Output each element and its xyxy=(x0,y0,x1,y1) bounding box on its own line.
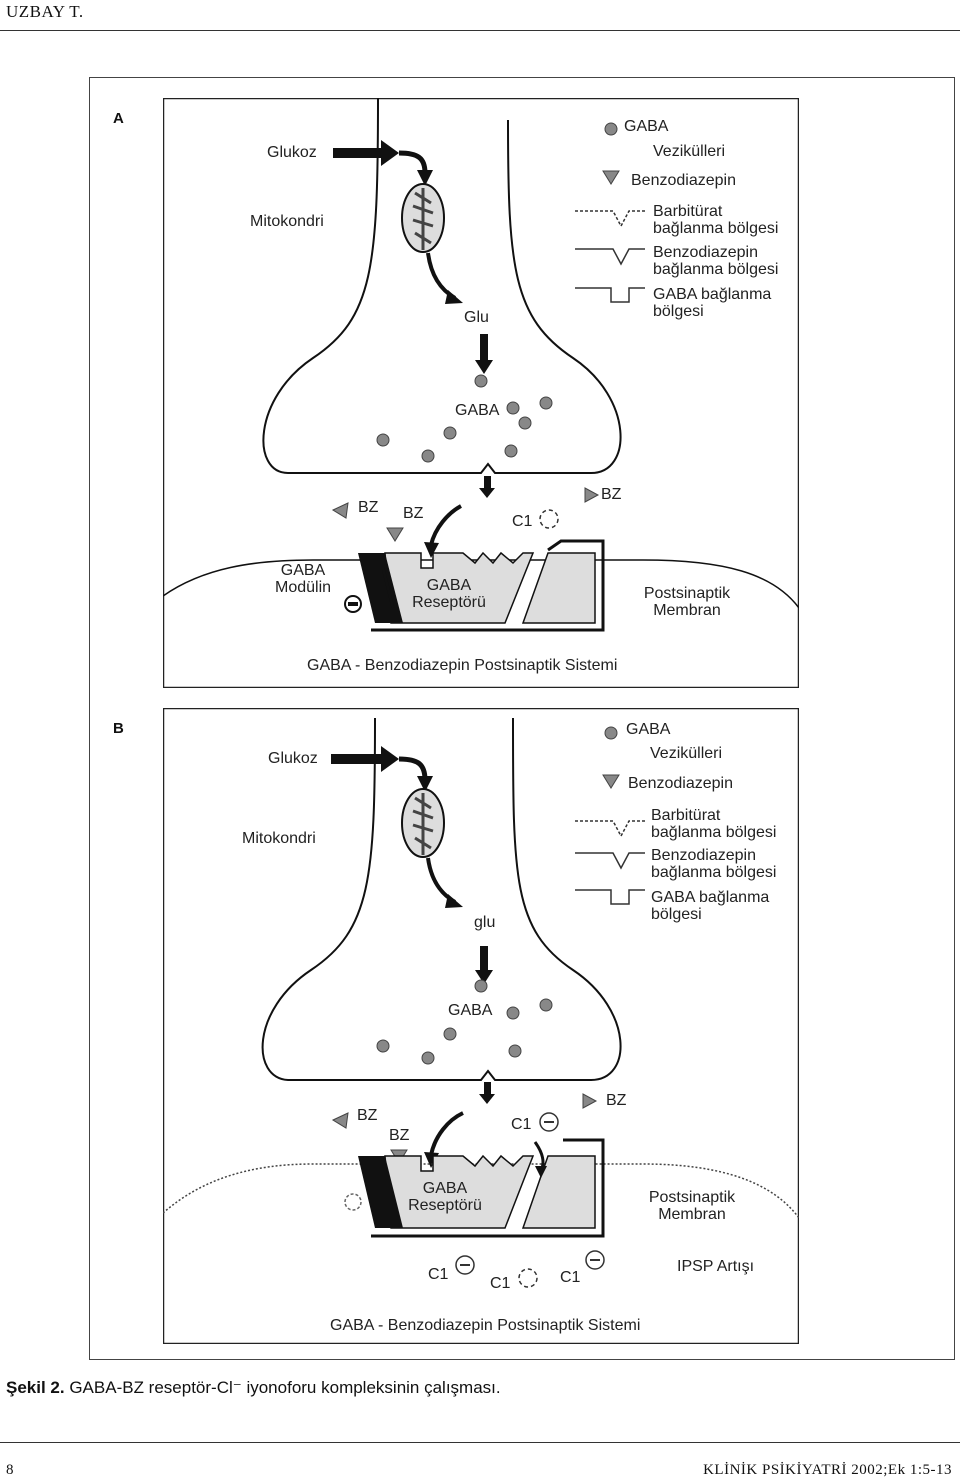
gaba-modulin xyxy=(358,1156,403,1228)
panel-a-letter: A xyxy=(113,110,124,127)
label-bz-3: BZ xyxy=(601,486,622,503)
label-bz-3: BZ xyxy=(606,1092,627,1109)
label-bz-1: BZ xyxy=(358,499,379,516)
chloride-ion-icon xyxy=(585,1250,605,1270)
caption-label: Şekil 2. xyxy=(6,1378,65,1397)
journal-citation: KLİNİK PSİKİYATRİ 2002;Ek 1:5-13 xyxy=(703,1462,952,1478)
label-bz-1: BZ xyxy=(357,1107,378,1124)
panel-b-letter: B xyxy=(113,720,124,737)
label-bz-2: BZ xyxy=(389,1127,410,1144)
page-number: 8 xyxy=(6,1462,14,1478)
header-rule xyxy=(0,30,960,31)
label-c1-bottom-1: C1 xyxy=(428,1266,449,1283)
caption-text: GABA-BZ reseptör-Cl⁻ iyonoforu kompleksi… xyxy=(64,1378,501,1397)
chloride-ion-icon xyxy=(455,1255,475,1275)
label-c1-bottom-2: C1 xyxy=(490,1275,511,1292)
figure-frame xyxy=(89,77,955,1360)
bz-triangle-icon xyxy=(386,527,404,542)
presynaptic-terminal xyxy=(262,98,622,474)
legend-vesicles-label-1: GABA xyxy=(626,721,671,738)
label-c1-bottom-3: C1 xyxy=(560,1269,581,1286)
panel-a-diagram xyxy=(163,98,799,688)
postsynaptic-membrane xyxy=(163,1163,799,1219)
panel-a-title: GABA - Benzodiazepin Postsinaptik Sistem… xyxy=(307,657,618,674)
legend-vesicles-label-2: Vezikülleri xyxy=(650,745,723,762)
gaba-vesicles xyxy=(376,374,553,463)
label-glu: Glu xyxy=(464,309,489,326)
panel-b-diagram xyxy=(163,708,799,1344)
chloride-ion-icon xyxy=(539,509,559,529)
presynaptic-terminal xyxy=(261,717,622,1081)
gaba-vesicles xyxy=(376,979,553,1065)
gaba-receptor xyxy=(384,1154,535,1229)
negative-charge-icon xyxy=(344,1193,362,1211)
chloride-ion-icon xyxy=(518,1268,538,1288)
panel-b-title: GABA - Benzodiazepin Postsinaptik Sistem… xyxy=(330,1317,641,1334)
bz-triangle-icon xyxy=(331,502,349,519)
label-c1: C1 xyxy=(512,513,533,530)
label-c1-top: C1 xyxy=(511,1116,532,1133)
label-bz-2: BZ xyxy=(403,505,424,522)
postsynaptic-membrane xyxy=(163,559,799,609)
label-gaba-cleft: GABA xyxy=(455,402,500,419)
label-glu: glu xyxy=(474,914,496,931)
running-head: UZBAY T. xyxy=(6,2,84,21)
bz-triangle-icon xyxy=(331,1112,349,1129)
legend-vesicles-label-2: Vezikülleri xyxy=(653,143,726,160)
label-glukoz: Glukoz xyxy=(268,750,318,767)
label-mitokondri: Mitokondri xyxy=(250,213,324,230)
legend-vesicles-label-1: GABA xyxy=(624,118,669,135)
gaba-receptor xyxy=(384,551,535,624)
legend-benzodiazepine-label: Benzodiazepin xyxy=(631,172,736,189)
figure-caption: Şekil 2. GABA-BZ reseptör-Cl⁻ iyonoforu … xyxy=(6,1378,501,1398)
bz-triangle-icon xyxy=(584,487,600,503)
label-gaba-cleft: GABA xyxy=(448,1002,493,1019)
chloride-ion-icon xyxy=(539,1112,559,1132)
bz-triangle-icon xyxy=(582,1093,598,1109)
label-glukoz: Glukoz xyxy=(267,144,317,161)
legend-benzodiazepine-label: Benzodiazepin xyxy=(628,775,733,792)
label-ipsp: IPSP Artışı xyxy=(677,1258,755,1275)
label-mitokondri: Mitokondri xyxy=(242,830,316,847)
footer-rule xyxy=(0,1442,960,1443)
